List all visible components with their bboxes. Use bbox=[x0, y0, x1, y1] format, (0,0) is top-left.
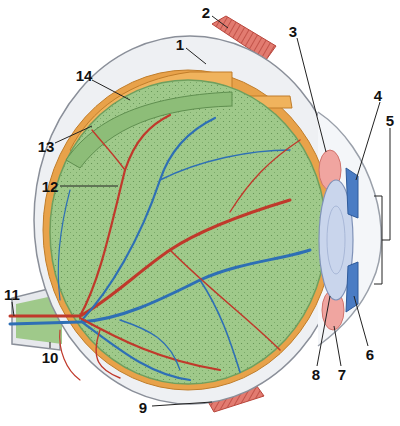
callout-number: 8 bbox=[310, 366, 322, 383]
sclera bbox=[34, 36, 346, 404]
iris-top bbox=[346, 168, 358, 218]
lens-nucleus bbox=[327, 206, 345, 274]
callout-number: 3 bbox=[287, 23, 299, 40]
leader-lines bbox=[12, 16, 390, 406]
callout-number: 1 bbox=[174, 36, 186, 53]
callout-number: 13 bbox=[36, 138, 57, 155]
retina bbox=[50, 80, 326, 384]
callout-number: 9 bbox=[137, 399, 149, 416]
callout-number: 6 bbox=[364, 346, 376, 363]
callout-number: 5 bbox=[384, 112, 396, 129]
callout-number: 11 bbox=[2, 286, 22, 303]
choroid bbox=[43, 70, 333, 390]
callout-number: 7 bbox=[336, 366, 348, 383]
retinal-vessels bbox=[10, 115, 310, 380]
callout-number: 10 bbox=[40, 349, 61, 366]
retina-texture bbox=[50, 80, 326, 384]
callout-number: 12 bbox=[40, 178, 61, 195]
callout-number: 2 bbox=[200, 4, 212, 21]
callout-number: 14 bbox=[74, 67, 95, 84]
callout-number: 4 bbox=[372, 87, 384, 104]
